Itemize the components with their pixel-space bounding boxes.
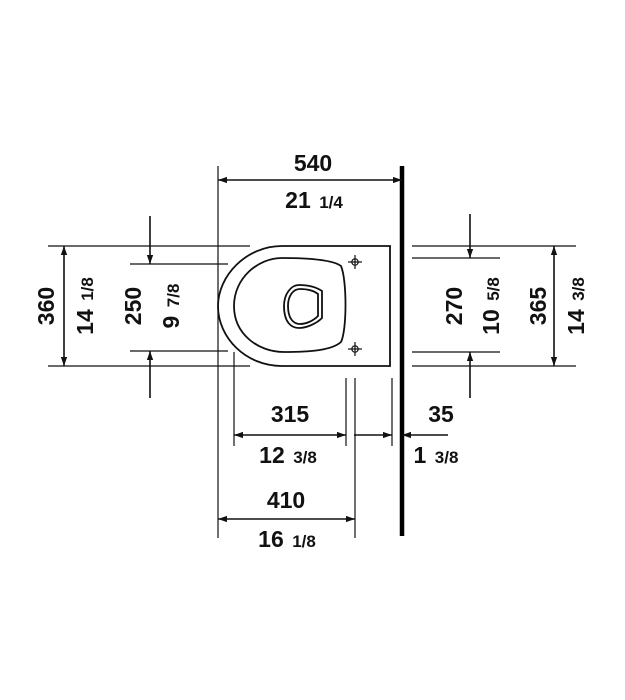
fixing-hole-icon: [348, 342, 362, 356]
dim-410-mm: 410: [267, 487, 305, 513]
dim-250-mm: 250: [120, 287, 146, 325]
fixing-hole-icon: [348, 255, 362, 269]
dim-315-inch-frac: 3/8: [293, 448, 317, 467]
dim-35-inch-frac: 3/8: [435, 448, 459, 467]
dim-410-inch: 16 1/8: [258, 526, 316, 552]
dim-410-inch-frac: 1/8: [292, 532, 316, 551]
dim-365-inch: 14 3/8: [563, 277, 589, 335]
toilet-bowl-outline: [217, 245, 391, 367]
dim-35-mm: 35: [428, 401, 454, 427]
dim-315-mm: 315: [271, 401, 310, 427]
dim-360-mm: 360: [33, 287, 59, 325]
dim-365-inch-whole: 14: [563, 309, 589, 335]
dim-250-inch-whole: 9: [158, 316, 184, 329]
dim-35-inch-whole: 1: [414, 442, 427, 468]
dim-540-inch-whole: 21: [285, 187, 311, 213]
dim-410-inch-whole: 16: [258, 526, 284, 552]
dim-540-inch: 21 1/4: [285, 187, 343, 213]
dim-315-inch-whole: 12: [259, 442, 285, 468]
dim-270-inch-frac: 5/8: [484, 277, 503, 301]
dim-365-inch-frac: 3/8: [569, 277, 588, 301]
dim-35-inch: 1 3/8: [414, 442, 459, 468]
dim-365-mm: 365: [525, 287, 551, 326]
dim-315-inch: 12 3/8: [259, 442, 317, 468]
dim-250-inch-frac: 7/8: [164, 284, 183, 308]
dim-270-inch-whole: 10: [478, 309, 504, 335]
dim-250-inch: 9 7/8: [158, 284, 184, 329]
dim-270-inch: 10 5/8: [478, 277, 504, 335]
dim-360-inch-frac: 1/8: [78, 277, 97, 301]
dim-360-inch: 14 1/8: [72, 277, 98, 335]
dim-360-inch-whole: 14: [72, 309, 98, 335]
dim-540-mm: 540: [294, 150, 332, 176]
dim-270-mm: 270: [441, 287, 467, 325]
dim-540-inch-frac: 1/4: [319, 193, 343, 212]
